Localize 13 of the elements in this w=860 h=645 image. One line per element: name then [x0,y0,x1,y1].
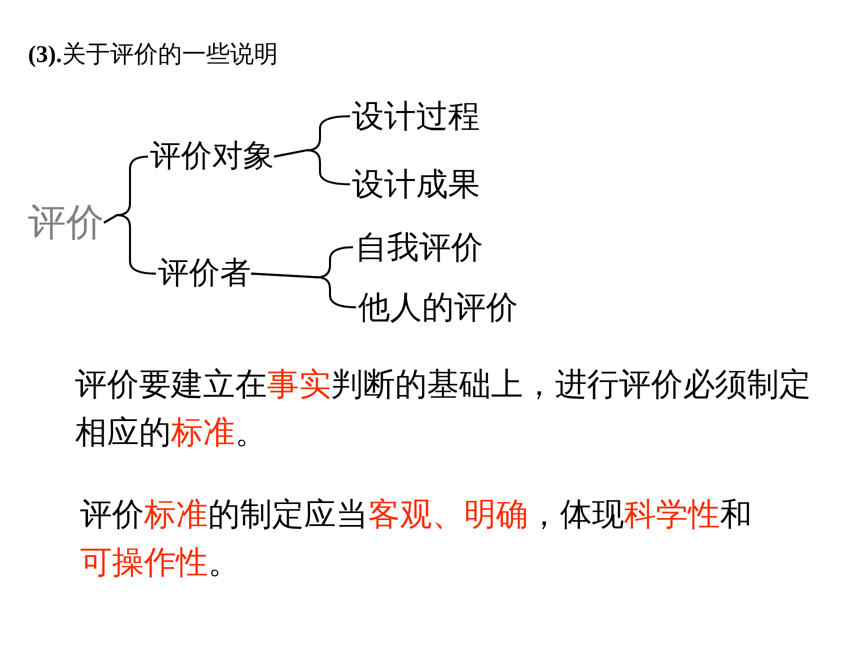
item-label: 设计成果 [352,165,480,204]
title: (3).关于评价的一些说明 [28,39,278,70]
brace-connector [274,149,350,186]
category-label: 评价对象 [150,138,274,176]
category-label: 评价者 [158,255,251,292]
item-label: 自我评价 [355,228,483,266]
brace-connector [104,214,156,275]
brace-connector [250,272,356,308]
root-term: 评价 [28,200,104,246]
note-paragraph: 评价标准的制定应当客观、明确，体现科学性和可操作性。 [80,494,753,583]
item-label: 他人的评价 [358,288,518,326]
note-paragraph: 评价要建立在事实判断的基础上，进行评价必须制定相应的标准。 [75,364,812,453]
item-label: 设计过程 [352,97,480,136]
